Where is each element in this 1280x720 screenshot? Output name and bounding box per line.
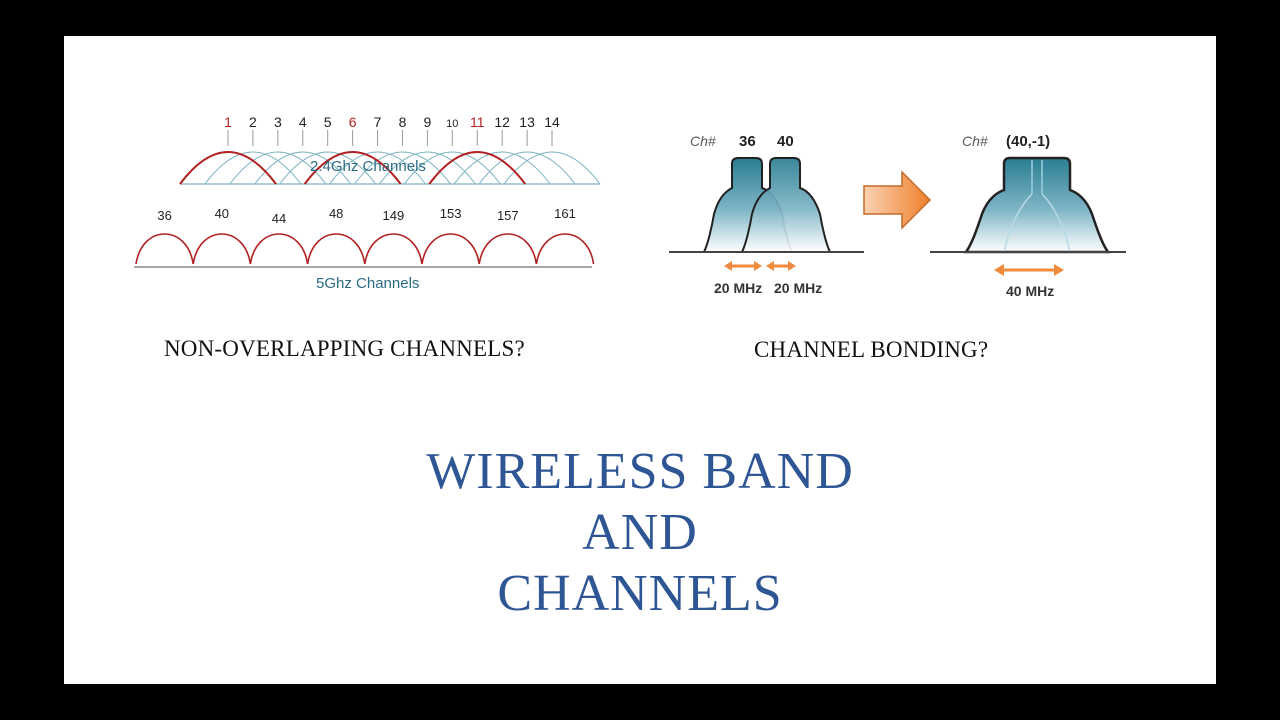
- left-ch-b: 40: [777, 133, 794, 150]
- channel-24-label: 13: [519, 114, 535, 130]
- width-a-label: 20 MHz: [714, 280, 762, 296]
- channel-24-label: 1: [224, 114, 232, 130]
- channel-24-curve-highlight: [428, 151, 527, 185]
- channel-5-curve: [192, 233, 252, 265]
- channel-5-label: 153: [440, 208, 462, 221]
- right-ch-prefix: Ch#: [962, 133, 988, 149]
- channel-24-label: 9: [423, 114, 431, 130]
- channel-bonding-diagram: Ch# 36 40 20 MHz 20 MHz Ch# (40,-: [669, 133, 1126, 299]
- transition-arrow-icon: [863, 170, 932, 230]
- channel-5-curve: [135, 233, 194, 265]
- channel-24-curve: [503, 151, 601, 185]
- channel-24-curve-highlight: [179, 151, 277, 185]
- band-5ghz-diagram: 36 40 44 48 149 153 157 161: [134, 208, 595, 268]
- bonded-channel-shape: [963, 156, 1111, 254]
- channel-24-label: 10: [446, 118, 458, 130]
- channel-5-curve: [478, 233, 538, 265]
- channel-5-curve: [249, 233, 309, 265]
- right-ch-bonded: (40,-1): [1006, 133, 1050, 150]
- channel-bonding-caption: CHANNEL BONDING?: [754, 337, 989, 362]
- channel-5-label: 36: [157, 208, 171, 223]
- channel-24-curve: [478, 151, 576, 185]
- channel-5-label: 44: [272, 211, 286, 226]
- channel-5-label: 157: [497, 208, 519, 223]
- channel-24-label: 5: [324, 114, 332, 130]
- channel-24-label: 11: [470, 114, 485, 130]
- title-line-3: CHANNELS: [497, 565, 783, 622]
- channel-24-label: 12: [494, 114, 510, 130]
- channel-5-curve: [364, 233, 423, 265]
- width-arrow-b: [766, 261, 796, 271]
- channel-40-shape: [740, 157, 832, 253]
- band-5ghz-label: 5Ghz Channels: [316, 275, 420, 292]
- width-arrow-a: [724, 261, 762, 271]
- left-ch-prefix: Ch#: [690, 133, 716, 149]
- channel-5-label: 40: [215, 208, 229, 221]
- title-line-2: AND: [582, 504, 698, 561]
- channel-5-label: 161: [554, 208, 576, 221]
- channel-24-curve: [453, 151, 551, 185]
- title-line-1: WIRELESS BAND: [426, 443, 854, 500]
- channel-24-label: 6: [349, 114, 357, 130]
- channel-24-label: 4: [299, 114, 307, 130]
- width-arrow-bonded: [994, 264, 1064, 276]
- channel-5-curve: [421, 233, 480, 265]
- channel-5-label: 149: [383, 208, 405, 223]
- width-b-label: 20 MHz: [774, 280, 822, 296]
- left-ch-a: 36: [739, 133, 756, 150]
- channel-5-curve: [535, 233, 595, 265]
- band-24ghz-label: 2.4Ghz Channels: [310, 158, 426, 175]
- channel-24-label: 2: [249, 114, 257, 130]
- channel-24-curve-highlight: [303, 151, 402, 185]
- slide-title: WIRELESS BAND AND CHANNELS: [64, 441, 1216, 624]
- channel-24-label: 14: [544, 114, 560, 130]
- channel-24-label: 8: [399, 114, 407, 130]
- channel-24-label: 7: [374, 114, 382, 130]
- width-bonded-label: 40 MHz: [1006, 283, 1054, 299]
- channel-5-label: 48: [329, 208, 343, 221]
- channel-24-label: 3: [274, 114, 282, 130]
- channel-5-curve: [306, 233, 366, 265]
- channel-24-curve: [204, 151, 302, 185]
- non-overlapping-caption: NON-OVERLAPPING CHANNELS?: [164, 336, 525, 361]
